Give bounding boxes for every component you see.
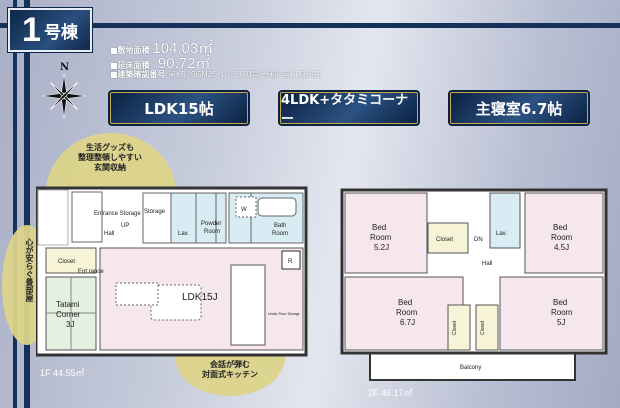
svg-text:Room: Room [396, 308, 418, 317]
svg-text:Ent rance: Ent rance [78, 269, 104, 275]
svg-text:Room: Room [551, 233, 573, 242]
svg-text:Closet: Closet [436, 237, 453, 243]
svg-text:Room: Room [204, 229, 220, 235]
closet-1f [45, 247, 97, 274]
building-label: 号棟 [43, 22, 78, 43]
porch [37, 189, 69, 246]
svg-text:W: W [241, 207, 247, 213]
svg-text:Room: Room [370, 233, 392, 242]
svg-text:Room: Room [272, 231, 288, 237]
svg-text:Lav.: Lav. [496, 231, 507, 237]
svg-text:Bed: Bed [553, 223, 567, 232]
permit-value: 第KBI-SGM25-10-3970号(令和7年11月5日) [168, 70, 322, 79]
site-area-value: 104.03㎡ [152, 40, 214, 57]
floor-area-value: 90.72㎡ [157, 55, 211, 72]
left-stripe [24, 0, 30, 408]
bedroom-5j [499, 276, 604, 351]
svg-text:Room: Room [551, 308, 573, 317]
svg-text:Bed: Bed [372, 223, 386, 232]
left-stripe [13, 0, 17, 408]
svg-text:Bed: Bed [398, 298, 412, 307]
svg-text:Balcony: Balcony [460, 365, 481, 371]
svg-text:Under Floor Storage: Under Floor Storage [268, 312, 300, 316]
bedroom-4-5j [524, 192, 604, 274]
site-area-label: ■敷地面積 [110, 46, 150, 55]
compass-north-label: N [60, 62, 70, 73]
svg-text:5.2J: 5.2J [374, 243, 389, 252]
bedroom-6-7j [344, 276, 464, 351]
floor-plan-1f: Entrance Storage Ent rance Hall UP Stora… [36, 186, 308, 357]
svg-text:LDK15J: LDK15J [182, 292, 218, 303]
svg-text:Bed: Bed [553, 298, 567, 307]
banner-ldk: LDK15帖 [108, 90, 250, 126]
svg-text:Hall: Hall [482, 261, 492, 267]
permit-number: ■建築確認番号 第KBI-SGM25-10-3970号(令和7年11月5日) [110, 69, 321, 80]
svg-text:Corner: Corner [56, 310, 81, 319]
svg-text:6.7J: 6.7J [400, 318, 415, 327]
callout-kitchen: 会話が弾む 対面式キッチン [202, 360, 258, 379]
top-stripe [0, 23, 620, 28]
svg-text:Bath: Bath [274, 223, 286, 229]
permit-label: ■建築確認番号 [110, 70, 166, 79]
svg-text:Hall: Hall [104, 231, 114, 237]
banner-layout: 4LDK+タタミコーナー [278, 90, 420, 127]
bedroom-5-2j [344, 192, 428, 274]
floor-area-label: ■延床面積 [110, 61, 150, 70]
floor1-area: 1F 44.55㎡ [40, 368, 85, 378]
svg-text:Closet: Closet [480, 320, 486, 335]
floor-area: ■延床面積 90.72㎡ [110, 52, 210, 73]
svg-text:Storage: Storage [144, 209, 166, 215]
floor2-area: 2F 46.17㎡ [368, 388, 413, 398]
building-number: 1 [22, 10, 41, 49]
svg-text:4.5J: 4.5J [554, 243, 569, 252]
svg-text:Powder: Powder [201, 221, 221, 227]
svg-text:Closet: Closet [58, 259, 75, 265]
svg-text:DN: DN [474, 237, 483, 243]
entrance-storage-label: Entrance Storage [94, 211, 141, 217]
svg-text:Lav.: Lav. [178, 231, 189, 237]
svg-text:R: R [288, 259, 293, 265]
compass-icon: N [40, 62, 88, 120]
svg-text:Tatami: Tatami [56, 300, 80, 309]
svg-text:5J: 5J [557, 318, 565, 327]
callout-storage: 生活グッズも 整理整頓しやすい 玄関収納 [78, 143, 142, 172]
balcony [369, 351, 576, 381]
svg-text:UP: UP [121, 223, 129, 229]
site-area: ■敷地面積 104.03㎡ [110, 37, 213, 58]
building-number-badge: 1 号棟 [8, 8, 92, 52]
svg-text:3J: 3J [66, 320, 74, 329]
svg-text:Closet: Closet [452, 320, 458, 335]
banner-master-bedroom: 主寝室6.7帖 [448, 90, 590, 126]
